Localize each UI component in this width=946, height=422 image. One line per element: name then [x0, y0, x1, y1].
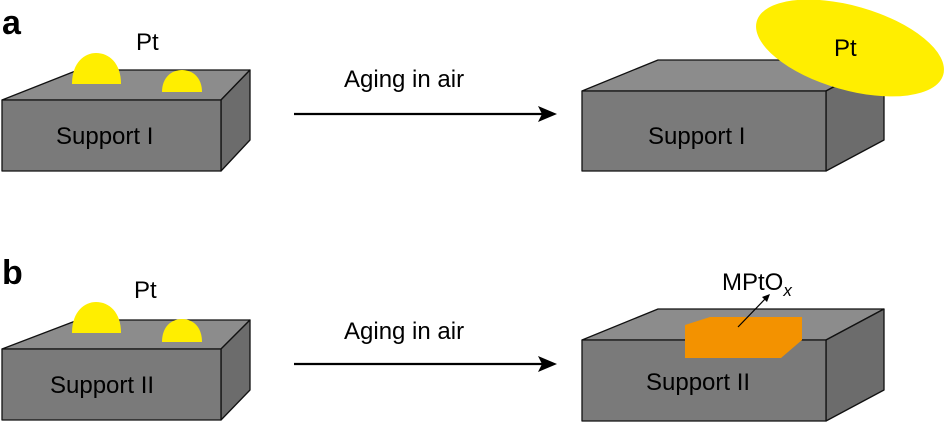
- panel-a: a Support I Pt Aging in air Support I Pt: [1, 0, 944, 172]
- panel-a-pt-label: Pt: [136, 29, 159, 56]
- pt-nanoparticle-small: [162, 70, 202, 92]
- panel-a-letter: a: [2, 4, 22, 42]
- pt-nanoparticle-large: [72, 302, 121, 333]
- pt-sintered-particle: Pt: [756, 0, 944, 97]
- panel-a-right-pt-label: Pt: [834, 35, 857, 62]
- pt-nanoparticle-small: [162, 319, 202, 342]
- support-front-face: [581, 90, 827, 172]
- panel-b-letter: b: [2, 254, 23, 292]
- panel-a-arrow-label: Aging in air: [344, 66, 464, 93]
- mptox-pointer-line: [737, 297, 767, 328]
- panel-b: b Support II Pt Aging in air Support II …: [1, 254, 885, 422]
- panel-a-arrow-head: [538, 106, 557, 122]
- mptox-label-subscript: x: [782, 281, 792, 300]
- panel-b-right-support-label: Support II: [646, 369, 750, 396]
- panel-a-left-support-block: Support I: [1, 69, 251, 172]
- pt-nanoparticle-large: [72, 53, 121, 84]
- panel-a-right-support-label: Support I: [648, 123, 745, 150]
- mptox-label-main: MPtO: [722, 269, 783, 296]
- panel-b-arrow-head: [538, 356, 557, 372]
- panel-b-arrow-label: Aging in air: [344, 318, 464, 345]
- support-top-face: [1, 69, 251, 101]
- pt-agglomerate: [756, 0, 944, 97]
- support-top-face: [1, 319, 251, 350]
- mptox-pointer-head: [762, 294, 770, 302]
- mptox-surface-phase: [685, 317, 802, 358]
- panel-a-left-support-label: Support I: [56, 123, 153, 150]
- panel-b-left-support-label: Support II: [50, 372, 154, 399]
- support-front-face: [1, 348, 222, 421]
- panel-b-left-support-block: Support II: [1, 319, 251, 421]
- support-front-face: [1, 99, 222, 172]
- panel-b-mptox-label: MPtOx: [722, 269, 792, 300]
- panel-b-pt-label: Pt: [134, 277, 157, 304]
